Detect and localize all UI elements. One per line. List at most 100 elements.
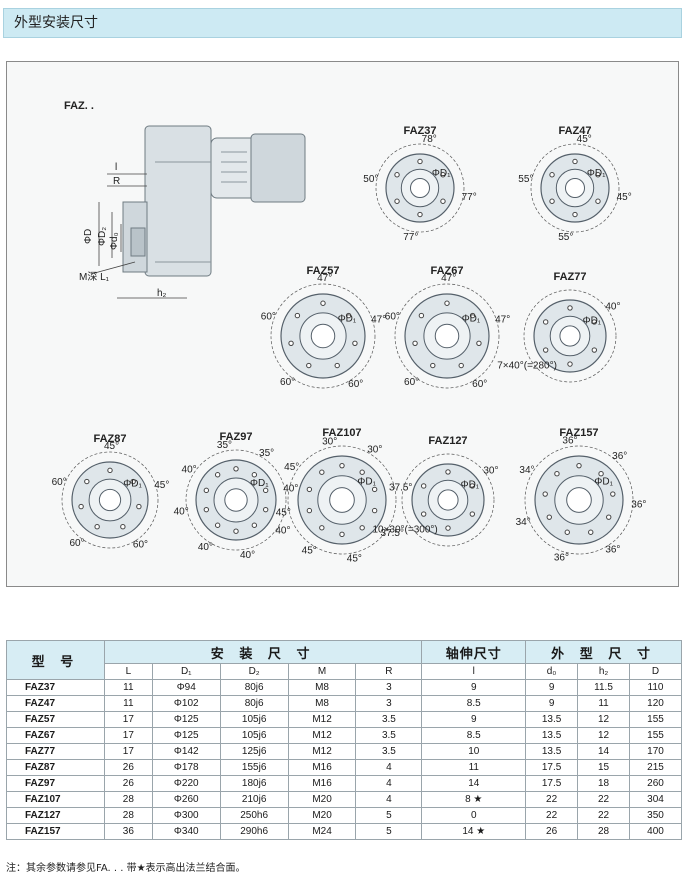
angle-label: 60° — [69, 538, 84, 549]
angle-label: 45° — [617, 192, 632, 203]
angle-label: 47° — [441, 273, 456, 284]
value-cell: 17 — [103, 727, 153, 744]
angle-label: 45° — [104, 441, 119, 452]
value-cell: 215 — [629, 759, 682, 776]
angle-label: 40° — [275, 526, 290, 537]
value-cell: 4 — [355, 775, 423, 792]
value-cell: 17 — [103, 711, 153, 728]
angle-label: 36° — [554, 552, 569, 563]
header-shaft-l: l — [421, 663, 527, 680]
value-cell: M16 — [287, 759, 357, 776]
angle-label: 40° — [283, 483, 298, 494]
value-cell: 4 — [355, 791, 423, 808]
value-cell: 155 — [629, 727, 682, 744]
value-cell: 260 — [629, 775, 682, 792]
dim-label-r: R — [113, 176, 120, 187]
value-cell: Φ102 — [151, 695, 221, 712]
value-cell: Φ125 — [151, 711, 221, 728]
value-cell: 17.5 — [525, 759, 579, 776]
value-cell: 8 ★ — [421, 791, 527, 808]
value-cell: 13.5 — [525, 711, 579, 728]
value-cell: 9 — [421, 711, 527, 728]
angle-label: 36° — [605, 545, 620, 556]
gear-motor-illustration — [90, 125, 306, 299]
model-cell: FAZ157 — [6, 823, 105, 840]
angle-label: 37.5° — [389, 483, 412, 494]
value-cell: 22 — [577, 807, 630, 824]
angle-label: 40° — [240, 550, 255, 561]
model-cell: FAZ97 — [6, 775, 105, 792]
value-cell: 26 — [103, 759, 153, 776]
angle-label: 30° — [322, 436, 337, 447]
value-cell: 11 — [103, 679, 153, 696]
flange-title: FAZ157 — [559, 427, 598, 439]
flange-title: FAZ97 — [219, 431, 252, 443]
value-cell: 8.5 — [421, 727, 527, 744]
angle-label: 30° — [483, 466, 498, 477]
value-cell: 9 — [525, 695, 579, 712]
value-cell: 105j6 — [219, 727, 289, 744]
value-cell: 11 — [103, 695, 153, 712]
angle-label: 40° — [198, 542, 213, 553]
value-cell: 290h6 — [219, 823, 289, 840]
flange-diameter-label: ΦD₁ — [432, 168, 451, 179]
angle-label: 47° — [495, 315, 510, 326]
angle-label: 35° — [217, 440, 232, 451]
angle-label: 45° — [284, 462, 299, 473]
value-cell: Φ125 — [151, 727, 221, 744]
table-sub-header-row: L D₁ D₂ M R l d₀ h₂ D — [7, 663, 682, 680]
angle-label: 36° — [562, 436, 577, 447]
drawing-svg: FAZ. . l R ΦD ΦD₂ Φd₀ M深 L₁ — [52, 100, 647, 565]
value-cell: 170 — [629, 743, 682, 760]
value-cell: 3.5 — [355, 743, 423, 760]
value-cell: 11.5 — [577, 679, 630, 696]
value-cell: 12 — [577, 711, 630, 728]
value-cell: 0 — [421, 807, 527, 824]
angle-label: 77° — [403, 232, 418, 243]
flange-diameter-label: ΦD₁ — [338, 313, 357, 324]
flange-title: FAZ37 — [403, 125, 436, 137]
value-cell: 17.5 — [525, 775, 579, 792]
flange-diameter-label: ΦD₁ — [461, 479, 480, 490]
angle-label: 60° — [261, 312, 276, 323]
angle-label: 40° — [182, 464, 197, 475]
value-cell: 10 — [421, 743, 527, 760]
flange-views: FAZ37ΦD₁78°77°77°50°FAZ47ΦD₁45°45°55°55°… — [52, 125, 647, 565]
angle-label: 36° — [612, 451, 627, 462]
flange-title: FAZ47 — [558, 125, 591, 137]
angle-label: 55° — [518, 174, 533, 185]
flange-title: FAZ57 — [306, 265, 339, 277]
value-cell: 155j6 — [219, 759, 289, 776]
angle-label: 60° — [280, 377, 295, 388]
angle-label: 60° — [133, 540, 148, 551]
value-cell: 9 — [421, 679, 527, 696]
angle-label: 77° — [462, 192, 477, 203]
flange-diameter-label: ΦD₁ — [123, 479, 142, 490]
value-cell: 105j6 — [219, 711, 289, 728]
value-cell: 210j6 — [219, 791, 289, 808]
model-cell: FAZ57 — [6, 711, 105, 728]
value-cell: M8 — [287, 695, 357, 712]
angle-label: 36° — [631, 499, 646, 510]
angle-label: 45° — [154, 480, 169, 491]
header-r: R — [355, 663, 423, 680]
dim-label-d0: Φd₀ — [109, 232, 120, 250]
value-cell: 4 — [355, 759, 423, 776]
angle-label: 47° — [371, 315, 386, 326]
model-cell: FAZ67 — [6, 727, 105, 744]
value-cell: 13.5 — [525, 743, 579, 760]
header-m: M — [287, 663, 357, 680]
value-cell: 17 — [103, 743, 153, 760]
value-cell: Φ94 — [151, 679, 221, 696]
angle-label: 47° — [317, 273, 332, 284]
value-cell: M12 — [287, 727, 357, 744]
flange-diameter-label: ΦD₁ — [357, 477, 376, 488]
flange-title: FAZ77 — [553, 271, 586, 283]
value-cell: Φ178 — [151, 759, 221, 776]
